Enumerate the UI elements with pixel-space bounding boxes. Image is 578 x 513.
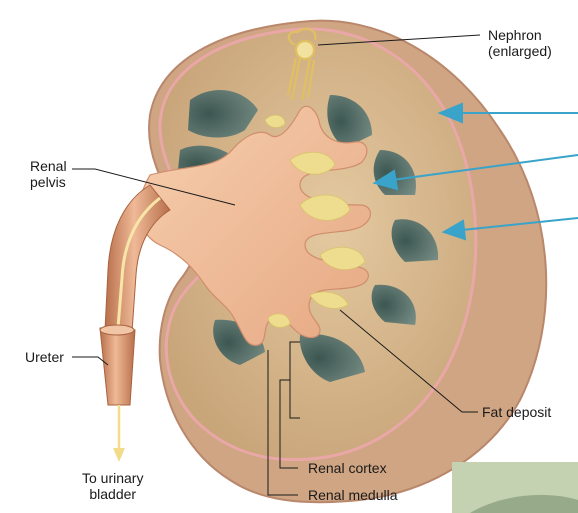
leader-ureter [72, 357, 108, 365]
label-renal-pelvis: Renal pelvis [30, 158, 67, 190]
label-nephron: Nephron (enlarged) [488, 27, 552, 59]
label-fat-deposit: Fat deposit [482, 404, 551, 420]
label-to-urinary-bladder: To urinary bladder [82, 470, 143, 502]
ureter-cut-end [100, 325, 134, 335]
label-ureter: Ureter [25, 349, 64, 365]
ureter-tube [105, 185, 170, 332]
ureter-down-arrow-icon [113, 448, 125, 462]
label-renal-medulla: Renal medulla [308, 487, 398, 503]
label-renal-cortex: Renal cortex [308, 460, 387, 476]
ureter-lower [100, 328, 135, 405]
